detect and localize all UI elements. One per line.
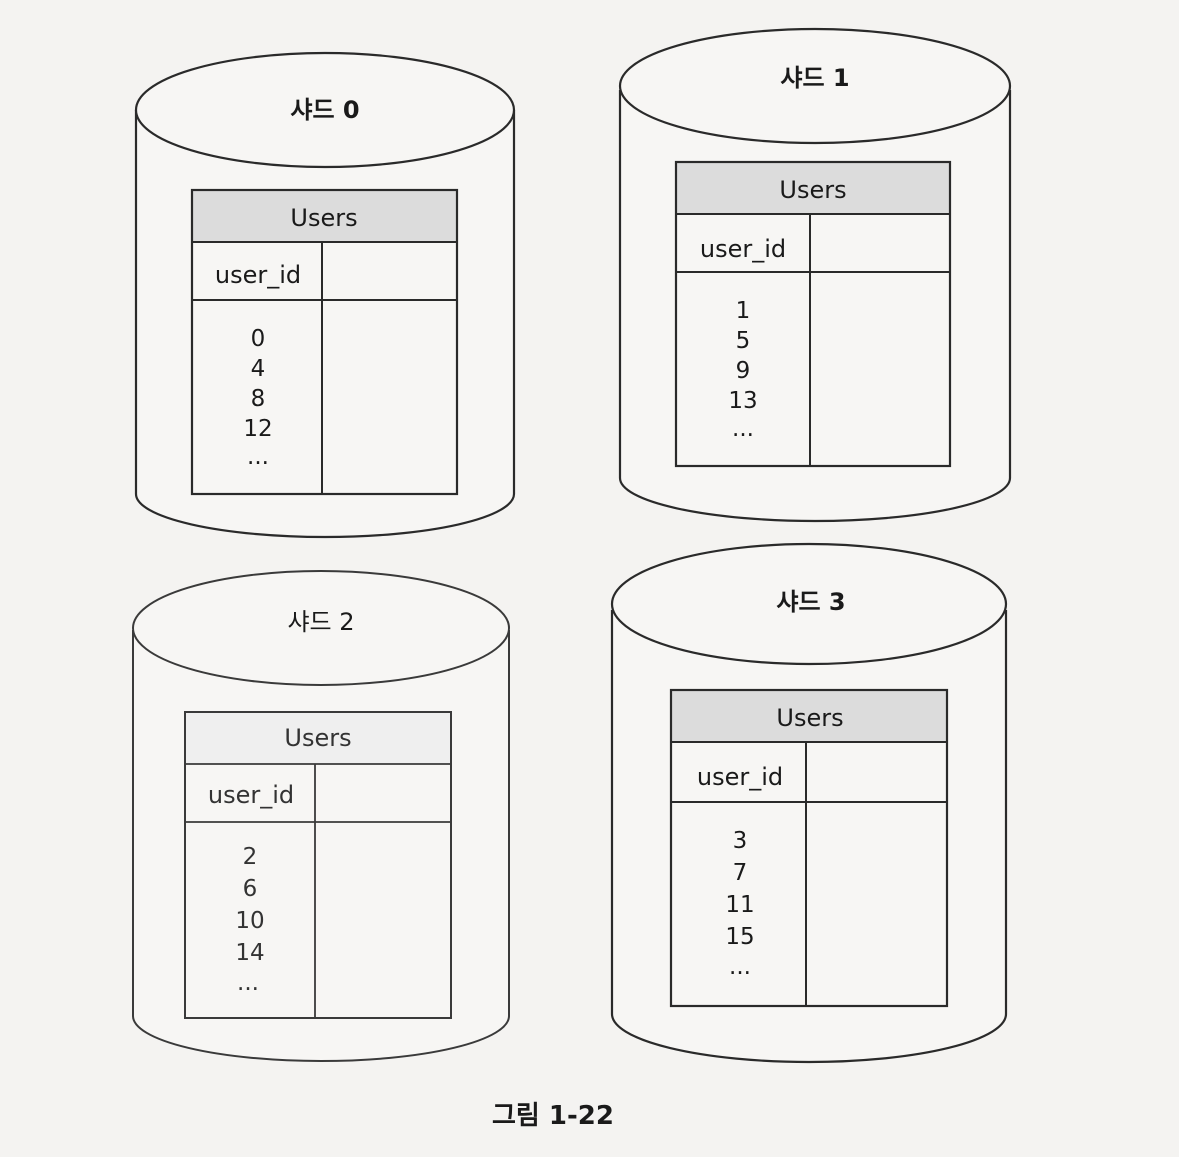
table-name: Users bbox=[290, 204, 357, 232]
table-name: Users bbox=[284, 724, 351, 752]
table-header bbox=[185, 712, 451, 764]
ellipsis-value: ... bbox=[732, 416, 754, 442]
shard-2-cylinder: 샤드 2 Users user_id 2 6 10 14 ... bbox=[132, 570, 510, 1062]
column-header: user_id bbox=[700, 235, 786, 263]
user-id-value: 9 bbox=[736, 358, 751, 384]
user-id-value: 5 bbox=[736, 328, 751, 354]
shard-3-cylinder: 샤드 3 Users user_id 3 7 11 15 ... bbox=[610, 542, 1008, 1064]
user-id-value: 13 bbox=[728, 388, 757, 414]
column-header: user_id bbox=[208, 781, 294, 809]
table-border bbox=[184, 711, 452, 1019]
table-name: Users bbox=[779, 176, 846, 204]
users-table: Users user_id 3 7 11 15 ... bbox=[669, 688, 949, 1008]
user-id-value: 15 bbox=[725, 924, 754, 950]
users-table: Users user_id 0 4 8 12 ... bbox=[190, 188, 459, 496]
user-id-value: 7 bbox=[733, 860, 748, 886]
figure-caption: 그림 1-22 bbox=[492, 1101, 614, 1131]
user-id-value: 4 bbox=[251, 356, 266, 382]
user-id-value: 11 bbox=[725, 892, 754, 918]
ellipsis-value: ... bbox=[247, 444, 269, 470]
table-header bbox=[192, 190, 457, 242]
user-id-value: 14 bbox=[235, 940, 264, 966]
cylinder-top bbox=[618, 27, 1012, 145]
user-id-value: 6 bbox=[243, 876, 258, 902]
column-header: user_id bbox=[215, 261, 301, 289]
table-border bbox=[190, 188, 459, 496]
users-table: Users user_id 1 5 9 13 ... bbox=[674, 160, 952, 468]
shard-0-label: 샤드 0 bbox=[290, 96, 359, 124]
shard-1-cylinder: 샤드 1 Users user_id 1 5 9 13 ... bbox=[618, 27, 1012, 523]
column-header: user_id bbox=[697, 763, 783, 791]
user-id-value: 2 bbox=[243, 844, 258, 870]
shard-0-cylinder: 샤드 0 Users user_id 0 4 8 12 ... bbox=[134, 51, 516, 539]
ellipsis-value: ... bbox=[729, 954, 751, 980]
table-header bbox=[671, 690, 947, 742]
cylinder-body bbox=[132, 630, 510, 1062]
cylinder-top bbox=[134, 51, 516, 169]
ellipsis-value: ... bbox=[237, 970, 259, 996]
cylinder-top bbox=[610, 542, 1008, 666]
user-id-value: 0 bbox=[251, 326, 266, 352]
table-border bbox=[669, 688, 949, 1008]
user-id-value: 10 bbox=[235, 908, 264, 934]
user-id-value: 12 bbox=[243, 416, 272, 442]
shard-3-label: 샤드 3 bbox=[776, 588, 845, 616]
shard-1-label: 샤드 1 bbox=[780, 64, 849, 92]
cylinder-body bbox=[618, 90, 1012, 523]
table-header bbox=[676, 162, 950, 214]
table-border bbox=[674, 160, 952, 468]
user-id-value: 1 bbox=[736, 298, 751, 324]
users-table: Users user_id 2 6 10 14 ... bbox=[184, 711, 452, 1019]
cylinder-top bbox=[132, 570, 510, 686]
user-id-value: 3 bbox=[733, 828, 748, 854]
table-name: Users bbox=[776, 704, 843, 732]
user-id-value: 8 bbox=[251, 386, 266, 412]
shard-2-label: 샤드 2 bbox=[287, 608, 354, 636]
